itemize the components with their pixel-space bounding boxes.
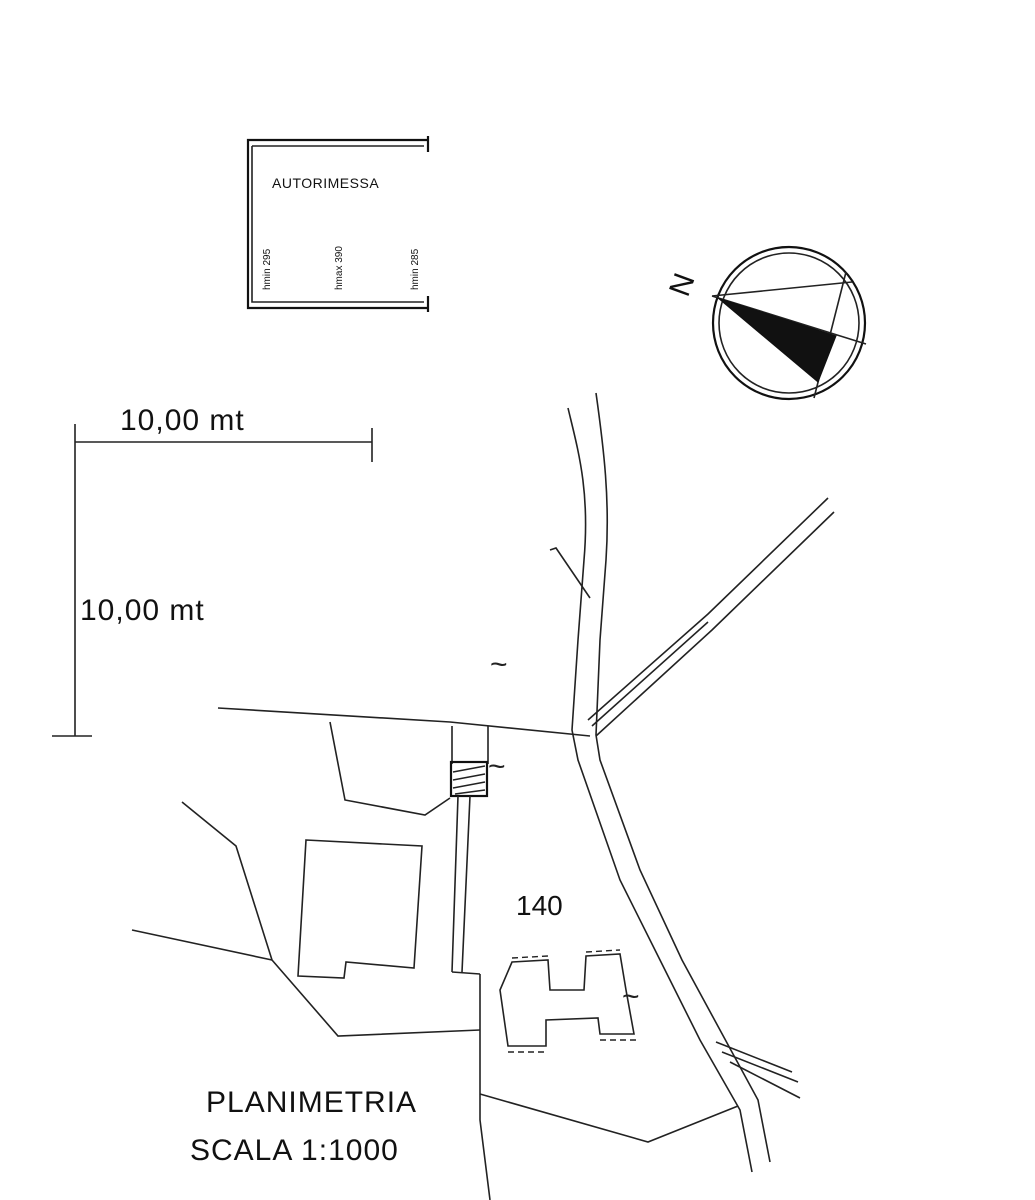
building-lot-140 (499, 949, 640, 1053)
drawing-title: PLANIMETRIA (206, 1086, 418, 1119)
compass-rose (711, 245, 867, 401)
garage-dim-center: hmax 390 (334, 246, 345, 290)
building-west (297, 839, 423, 979)
garage-dim-left: hmin 295 (262, 248, 273, 290)
scale-bar-horizontal (75, 428, 373, 462)
scale-bar-vertical-label: 10,00 mt (80, 594, 205, 627)
drawing-scale: SCALA 1:1000 (190, 1134, 399, 1167)
garage-dim-right: hmin 285 (410, 248, 421, 290)
tilde-symbol-3: ~ (622, 980, 640, 1013)
stream-lines (549, 392, 771, 1173)
scale-bar-vertical (52, 424, 92, 737)
road-diagonal (587, 497, 835, 737)
garage-title: AUTORIMESSA (272, 175, 380, 191)
scale-bar-horizontal-label: 10,00 mt (120, 404, 245, 437)
tilde-symbol-1: ~ (490, 648, 508, 681)
road-lower-right (715, 1041, 801, 1099)
tilde-symbol-2: ~ (488, 750, 506, 783)
parcel-boundaries (131, 707, 739, 1200)
access-lane (449, 726, 489, 975)
lot-number: 140 (516, 890, 563, 921)
garage-outline (246, 136, 430, 312)
